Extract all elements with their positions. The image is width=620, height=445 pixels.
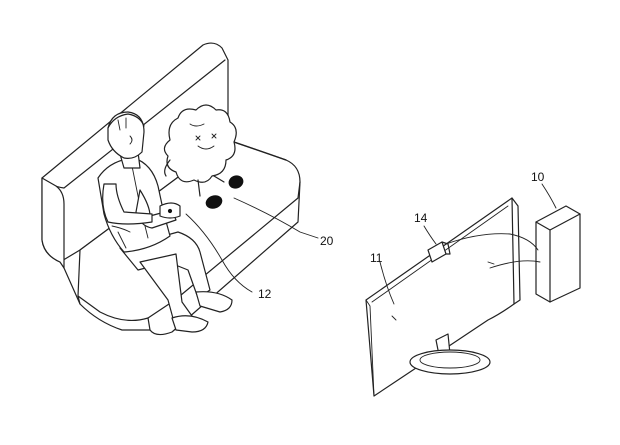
display — [365, 197, 521, 397]
cables — [445, 233, 541, 269]
person — [97, 111, 233, 333]
leader-lines — [185, 183, 557, 305]
console — [535, 205, 581, 303]
label-camera: 14 — [414, 211, 428, 225]
label-controller: 12 — [258, 287, 272, 301]
label-console: 10 — [531, 170, 545, 184]
label-robot: 20 — [320, 234, 334, 248]
robot — [163, 104, 244, 209]
label-display: 11 — [370, 251, 383, 265]
camera — [427, 241, 451, 263]
